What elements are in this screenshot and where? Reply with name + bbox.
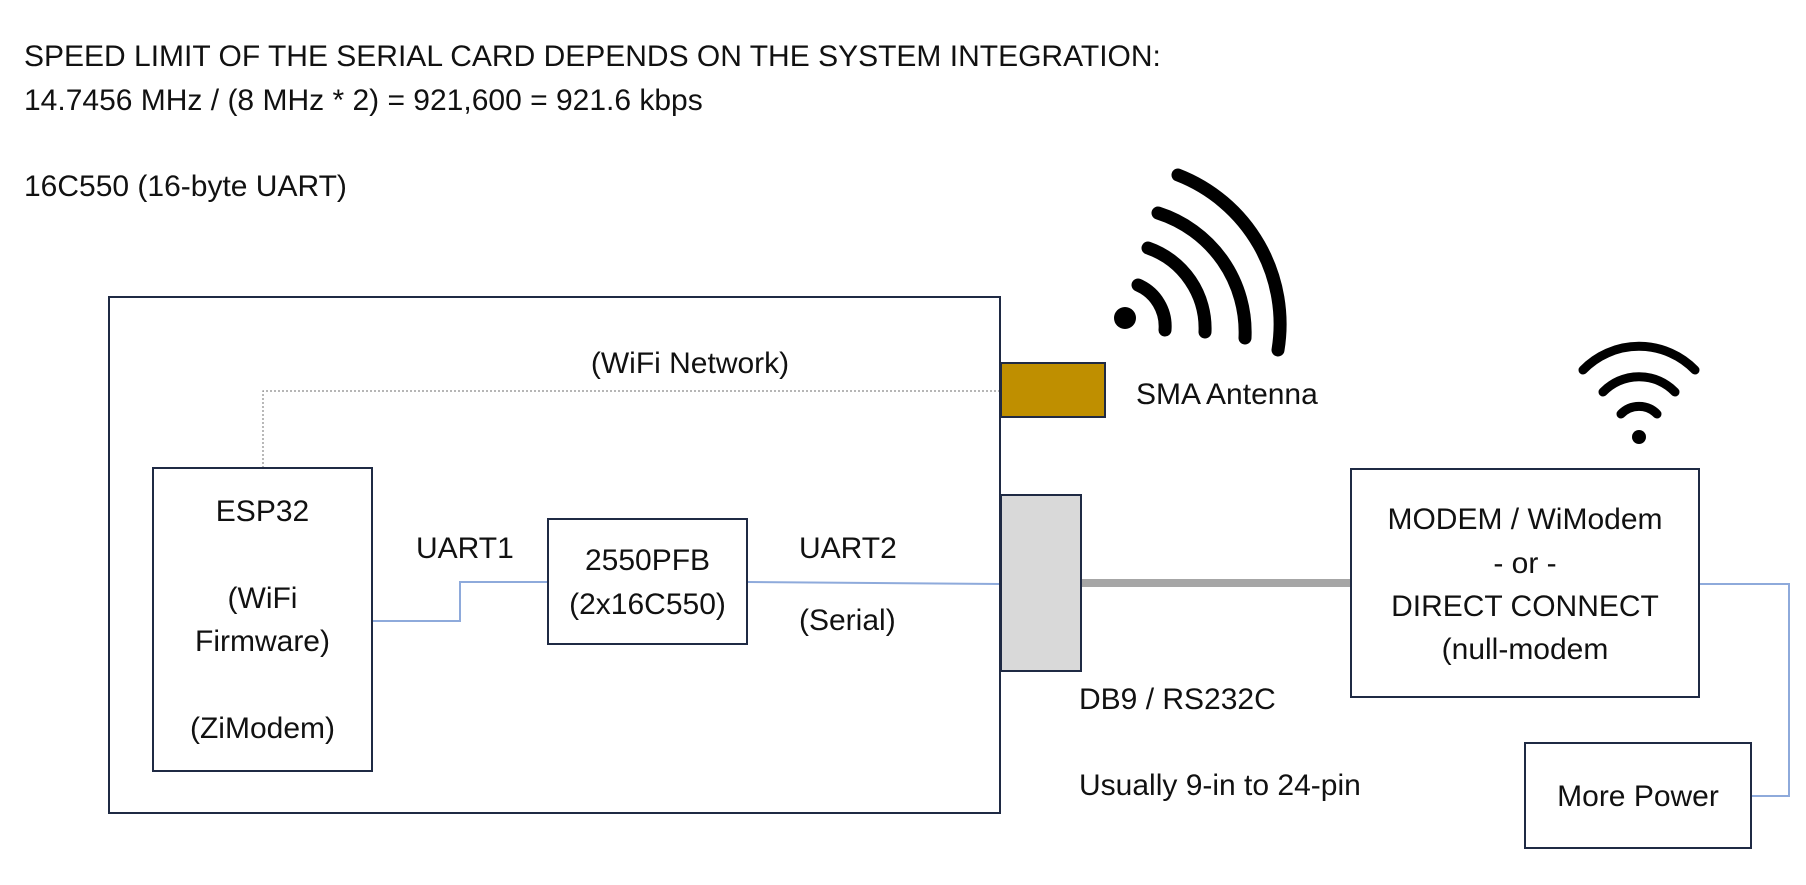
modem-line-2: - or -: [1493, 547, 1557, 580]
wifi-icon: [1578, 341, 1700, 444]
wifi-network-label: (WiFi Network): [590, 347, 790, 380]
modem-box: [1350, 468, 1700, 698]
header-line-1: SPEED LIMIT OF THE SERIAL CARD DEPENDS O…: [24, 40, 1161, 73]
uart-chip-name: 2550PFB: [584, 544, 711, 577]
uart2-label: UART2: [799, 532, 897, 565]
modem-line-3: DIRECT CONNECT: [1391, 590, 1659, 623]
uart-chip-detail: (2x16C550): [569, 588, 726, 621]
sma-antenna-label: SMA Antenna: [1136, 378, 1318, 411]
more-power-label: More Power: [1557, 780, 1719, 813]
power-wire: [1700, 583, 1790, 797]
db9-note: Usually 9-in to 24-pin: [1079, 769, 1361, 802]
header-line-2: 14.7456 MHz / (8 MHz * 2) = 921,600 = 92…: [24, 84, 703, 117]
db9-label: DB9 / RS232C: [1079, 683, 1276, 716]
esp32-title: ESP32: [215, 495, 310, 528]
uart1-label: UART1: [416, 532, 514, 565]
esp32-wifi-label: (WiFi: [227, 582, 298, 615]
modem-line-4: (null-modem: [1441, 633, 1609, 666]
more-power-box: [1524, 742, 1752, 849]
uart1-wire: [373, 581, 547, 622]
serial-label: (Serial): [799, 604, 896, 637]
db9-connector: [1000, 494, 1082, 672]
wifi-network-line: [262, 390, 1000, 468]
uart-chip-box: [547, 518, 748, 645]
modem-line-1: MODEM / WiModem: [1387, 503, 1663, 536]
broadcast-signal-icon: [1114, 168, 1287, 357]
esp32-zimodem-label: (ZiModem): [189, 712, 335, 745]
esp32-box: [152, 467, 373, 772]
esp32-firmware-label: Firmware): [195, 625, 330, 658]
uart2-wire: [747, 581, 1001, 585]
sma-antenna-connector: [1000, 362, 1106, 418]
header-line-3: 16C550 (16-byte UART): [24, 170, 347, 203]
